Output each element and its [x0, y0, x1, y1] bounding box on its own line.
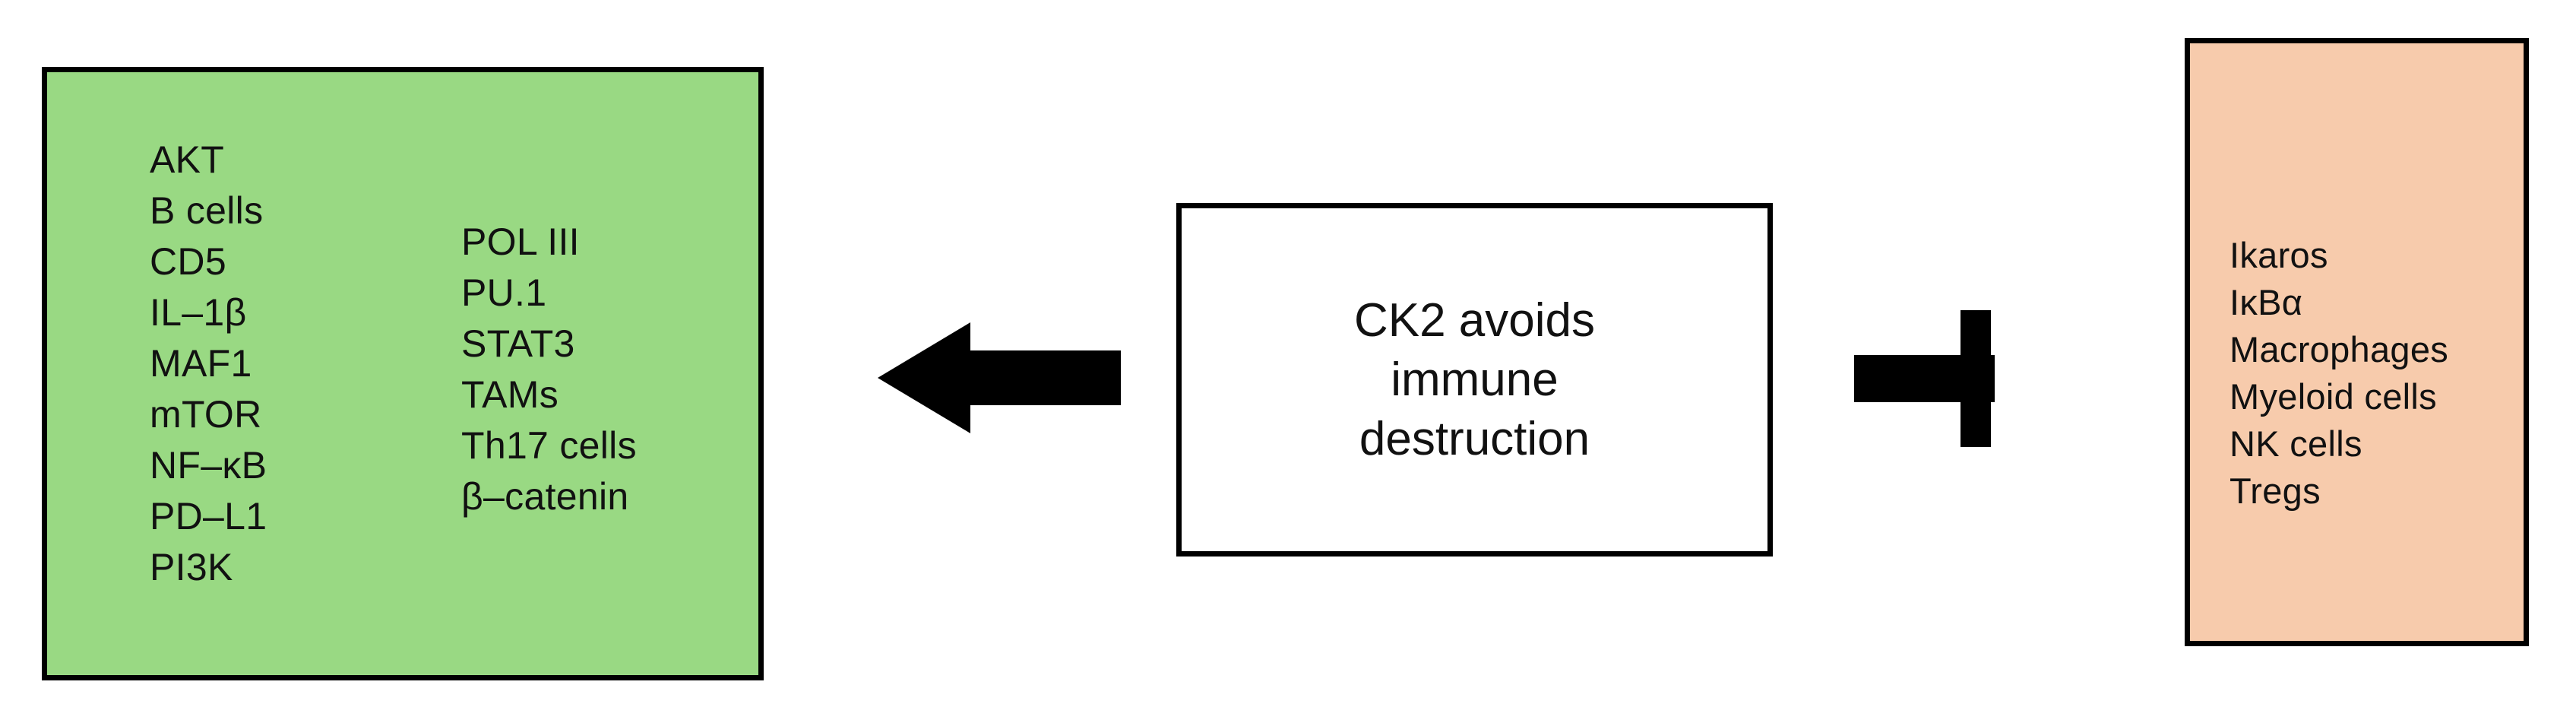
list-item: Myeloid cells — [2229, 376, 2437, 417]
activation-arrow-icon — [878, 318, 1121, 438]
list-item: IκBα — [2229, 282, 2303, 322]
list-item: POL III — [461, 220, 580, 263]
center-statement-line: CK2 avoids — [1353, 293, 1596, 347]
list-item: STAT3 — [461, 322, 575, 365]
list-item: B cells — [150, 189, 264, 232]
inhibited-factors-list: Ikaros IκBα Macrophages Myeloid cells NK… — [2229, 232, 2448, 515]
list-item: CD5 — [150, 240, 226, 283]
inhibition-arrow-icon — [1854, 296, 2029, 449]
center-statement-line: destruction — [1359, 412, 1590, 465]
inhibited-factors-box: Ikaros IκBα Macrophages Myeloid cells NK… — [2185, 38, 2529, 646]
list-item: IL–1β — [150, 291, 247, 334]
list-item: NK cells — [2229, 423, 2362, 464]
list-item: AKT — [150, 138, 225, 181]
list-item: Ikaros — [2229, 235, 2328, 275]
center-statement-box: CK2 avoids immune destruction — [1176, 203, 1773, 557]
list-item: Tregs — [2229, 471, 2321, 511]
list-item: PI3K — [150, 546, 233, 588]
list-item: PD–L1 — [150, 495, 267, 537]
list-item: TAMs — [461, 373, 559, 416]
list-item: mTOR — [150, 393, 262, 436]
list-item: β–catenin — [461, 475, 629, 518]
promoted-factors-column-a: AKT B cells CD5 IL–1β MAF1 mTOR NF–κB PD… — [150, 135, 267, 593]
promoted-factors-column-b: POL III PU.1 STAT3 TAMs Th17 cells β–cat… — [461, 217, 637, 522]
list-item: MAF1 — [150, 342, 252, 385]
list-item: Th17 cells — [461, 424, 637, 467]
list-item: NF–κB — [150, 444, 267, 487]
promoted-factors-box: AKT B cells CD5 IL–1β MAF1 mTOR NF–κB PD… — [42, 67, 764, 680]
center-statement-line: immune — [1391, 353, 1559, 406]
list-item: PU.1 — [461, 271, 547, 314]
list-item: Macrophages — [2229, 329, 2449, 369]
